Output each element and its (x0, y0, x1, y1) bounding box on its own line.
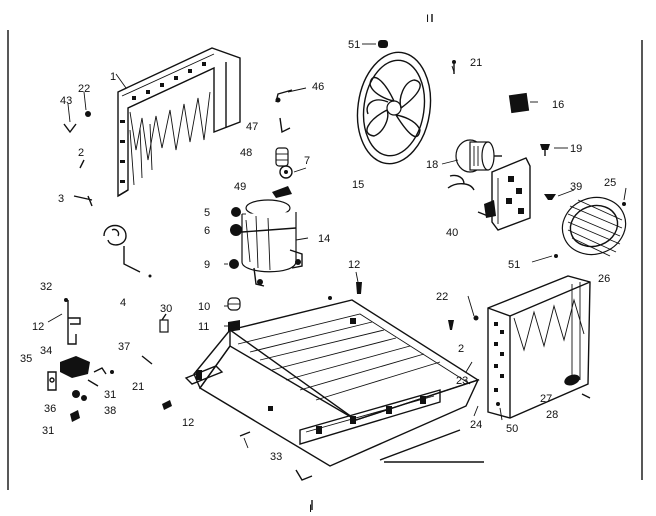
label-part-15: 15 (352, 179, 364, 191)
label-part-23: 23 (456, 375, 468, 387)
label-part-49: 49 (234, 181, 246, 193)
label-part-26: 26 (598, 273, 610, 285)
label-part-6: 6 (204, 225, 210, 237)
base-pan (184, 299, 484, 510)
bracket-32 (64, 298, 81, 345)
label-part-31b: 31 (42, 425, 54, 437)
label-part-36: 36 (44, 403, 56, 415)
label-part-48: 48 (240, 147, 252, 159)
small-parts-right (508, 92, 626, 206)
label-part-21a: 21 (132, 381, 144, 393)
label-part-33: 33 (270, 451, 282, 463)
label-part-24: 24 (470, 419, 482, 431)
label-part-10: 10 (198, 301, 210, 313)
label-part-2a: 2 (78, 147, 84, 159)
label-part-32: 32 (40, 281, 52, 293)
label-part-34: 34 (40, 345, 52, 357)
label-part-19: 19 (570, 143, 582, 155)
motor-mount-bracket (477, 157, 531, 231)
label-part-51a: 51 (348, 39, 360, 51)
condenser-fan (356, 40, 432, 165)
evaporator-coil (117, 47, 241, 198)
label-part-35: 35 (20, 353, 32, 365)
compressor (230, 199, 303, 287)
label-part-12b: 12 (182, 417, 194, 429)
switch-assembly (47, 355, 153, 422)
screws-center (162, 282, 362, 410)
fittings-lower-right (496, 374, 591, 406)
label-part-5: 5 (204, 207, 210, 219)
label-part-18: 18 (426, 159, 438, 171)
label-part-12a: 12 (32, 321, 44, 333)
small-fasteners-left (63, 111, 93, 207)
label-top-mark: I (426, 13, 429, 25)
condenser-coil (448, 275, 591, 419)
part-number-labels: I I 1 22 43 2 3 4 32 12 30 34 35 37 31 2… (20, 13, 616, 515)
label-part-39: 39 (570, 181, 582, 193)
label-part-46: 46 (312, 81, 324, 93)
label-part-9: 9 (204, 259, 210, 271)
label-part-51b: 51 (508, 259, 520, 271)
page-edge-marks (7, 14, 643, 490)
blower-wheel (554, 196, 627, 258)
label-part-40: 40 (446, 227, 458, 239)
label-part-25: 25 (604, 177, 616, 189)
hardware-stack (272, 89, 293, 198)
label-part-1: 1 (110, 71, 116, 83)
label-part-37: 37 (118, 341, 130, 353)
label-part-38: 38 (104, 405, 116, 417)
label-part-21b: 21 (470, 57, 482, 69)
label-part-50: 50 (506, 423, 518, 435)
label-part-28: 28 (546, 409, 558, 421)
leader-lines (47, 43, 627, 449)
label-part-30: 30 (160, 303, 172, 315)
label-part-3: 3 (58, 193, 64, 205)
label-part-7: 7 (304, 155, 310, 167)
clip-30 (159, 313, 169, 333)
label-part-27: 27 (540, 393, 552, 405)
label-part-43: 43 (60, 95, 72, 107)
label-bottom-mark: I (309, 503, 312, 515)
label-part-22a: 22 (78, 83, 90, 95)
label-part-2b: 2 (458, 343, 464, 355)
drain-hose (103, 224, 152, 278)
label-part-12c: 12 (348, 259, 360, 271)
label-part-4: 4 (120, 297, 126, 309)
label-part-31a: 31 (104, 389, 116, 401)
label-part-14: 14 (318, 233, 330, 245)
compressor-mounts (227, 259, 241, 332)
fan-motor (447, 60, 502, 191)
label-part-22b: 22 (436, 291, 448, 303)
label-part-16: 16 (552, 99, 564, 111)
label-part-47: 47 (246, 121, 258, 133)
label-part-11: 11 (198, 321, 209, 333)
